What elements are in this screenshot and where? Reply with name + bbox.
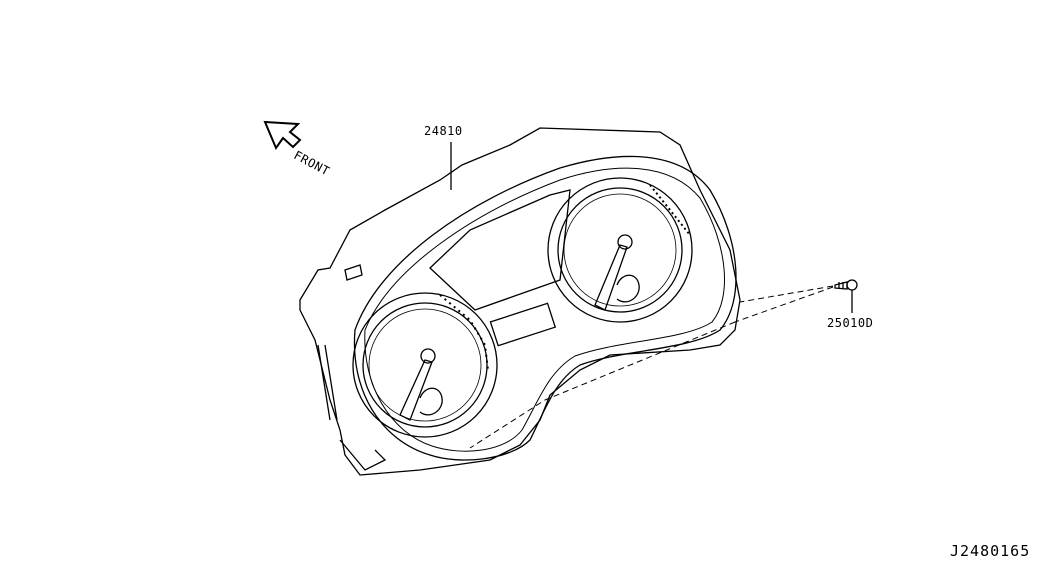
part-number-label: 25010D xyxy=(827,316,874,330)
meter-housing xyxy=(299,127,741,476)
front-arrow-icon xyxy=(263,120,302,151)
center-display xyxy=(429,189,571,311)
meter-bezel xyxy=(353,155,737,461)
right-gauge xyxy=(547,177,693,323)
dashed-line xyxy=(469,285,834,449)
screw-icon xyxy=(834,279,858,291)
left-gauge xyxy=(352,292,498,438)
part-number-label: 24810 xyxy=(424,124,463,138)
diagram-code: J2480165 xyxy=(950,542,1031,560)
